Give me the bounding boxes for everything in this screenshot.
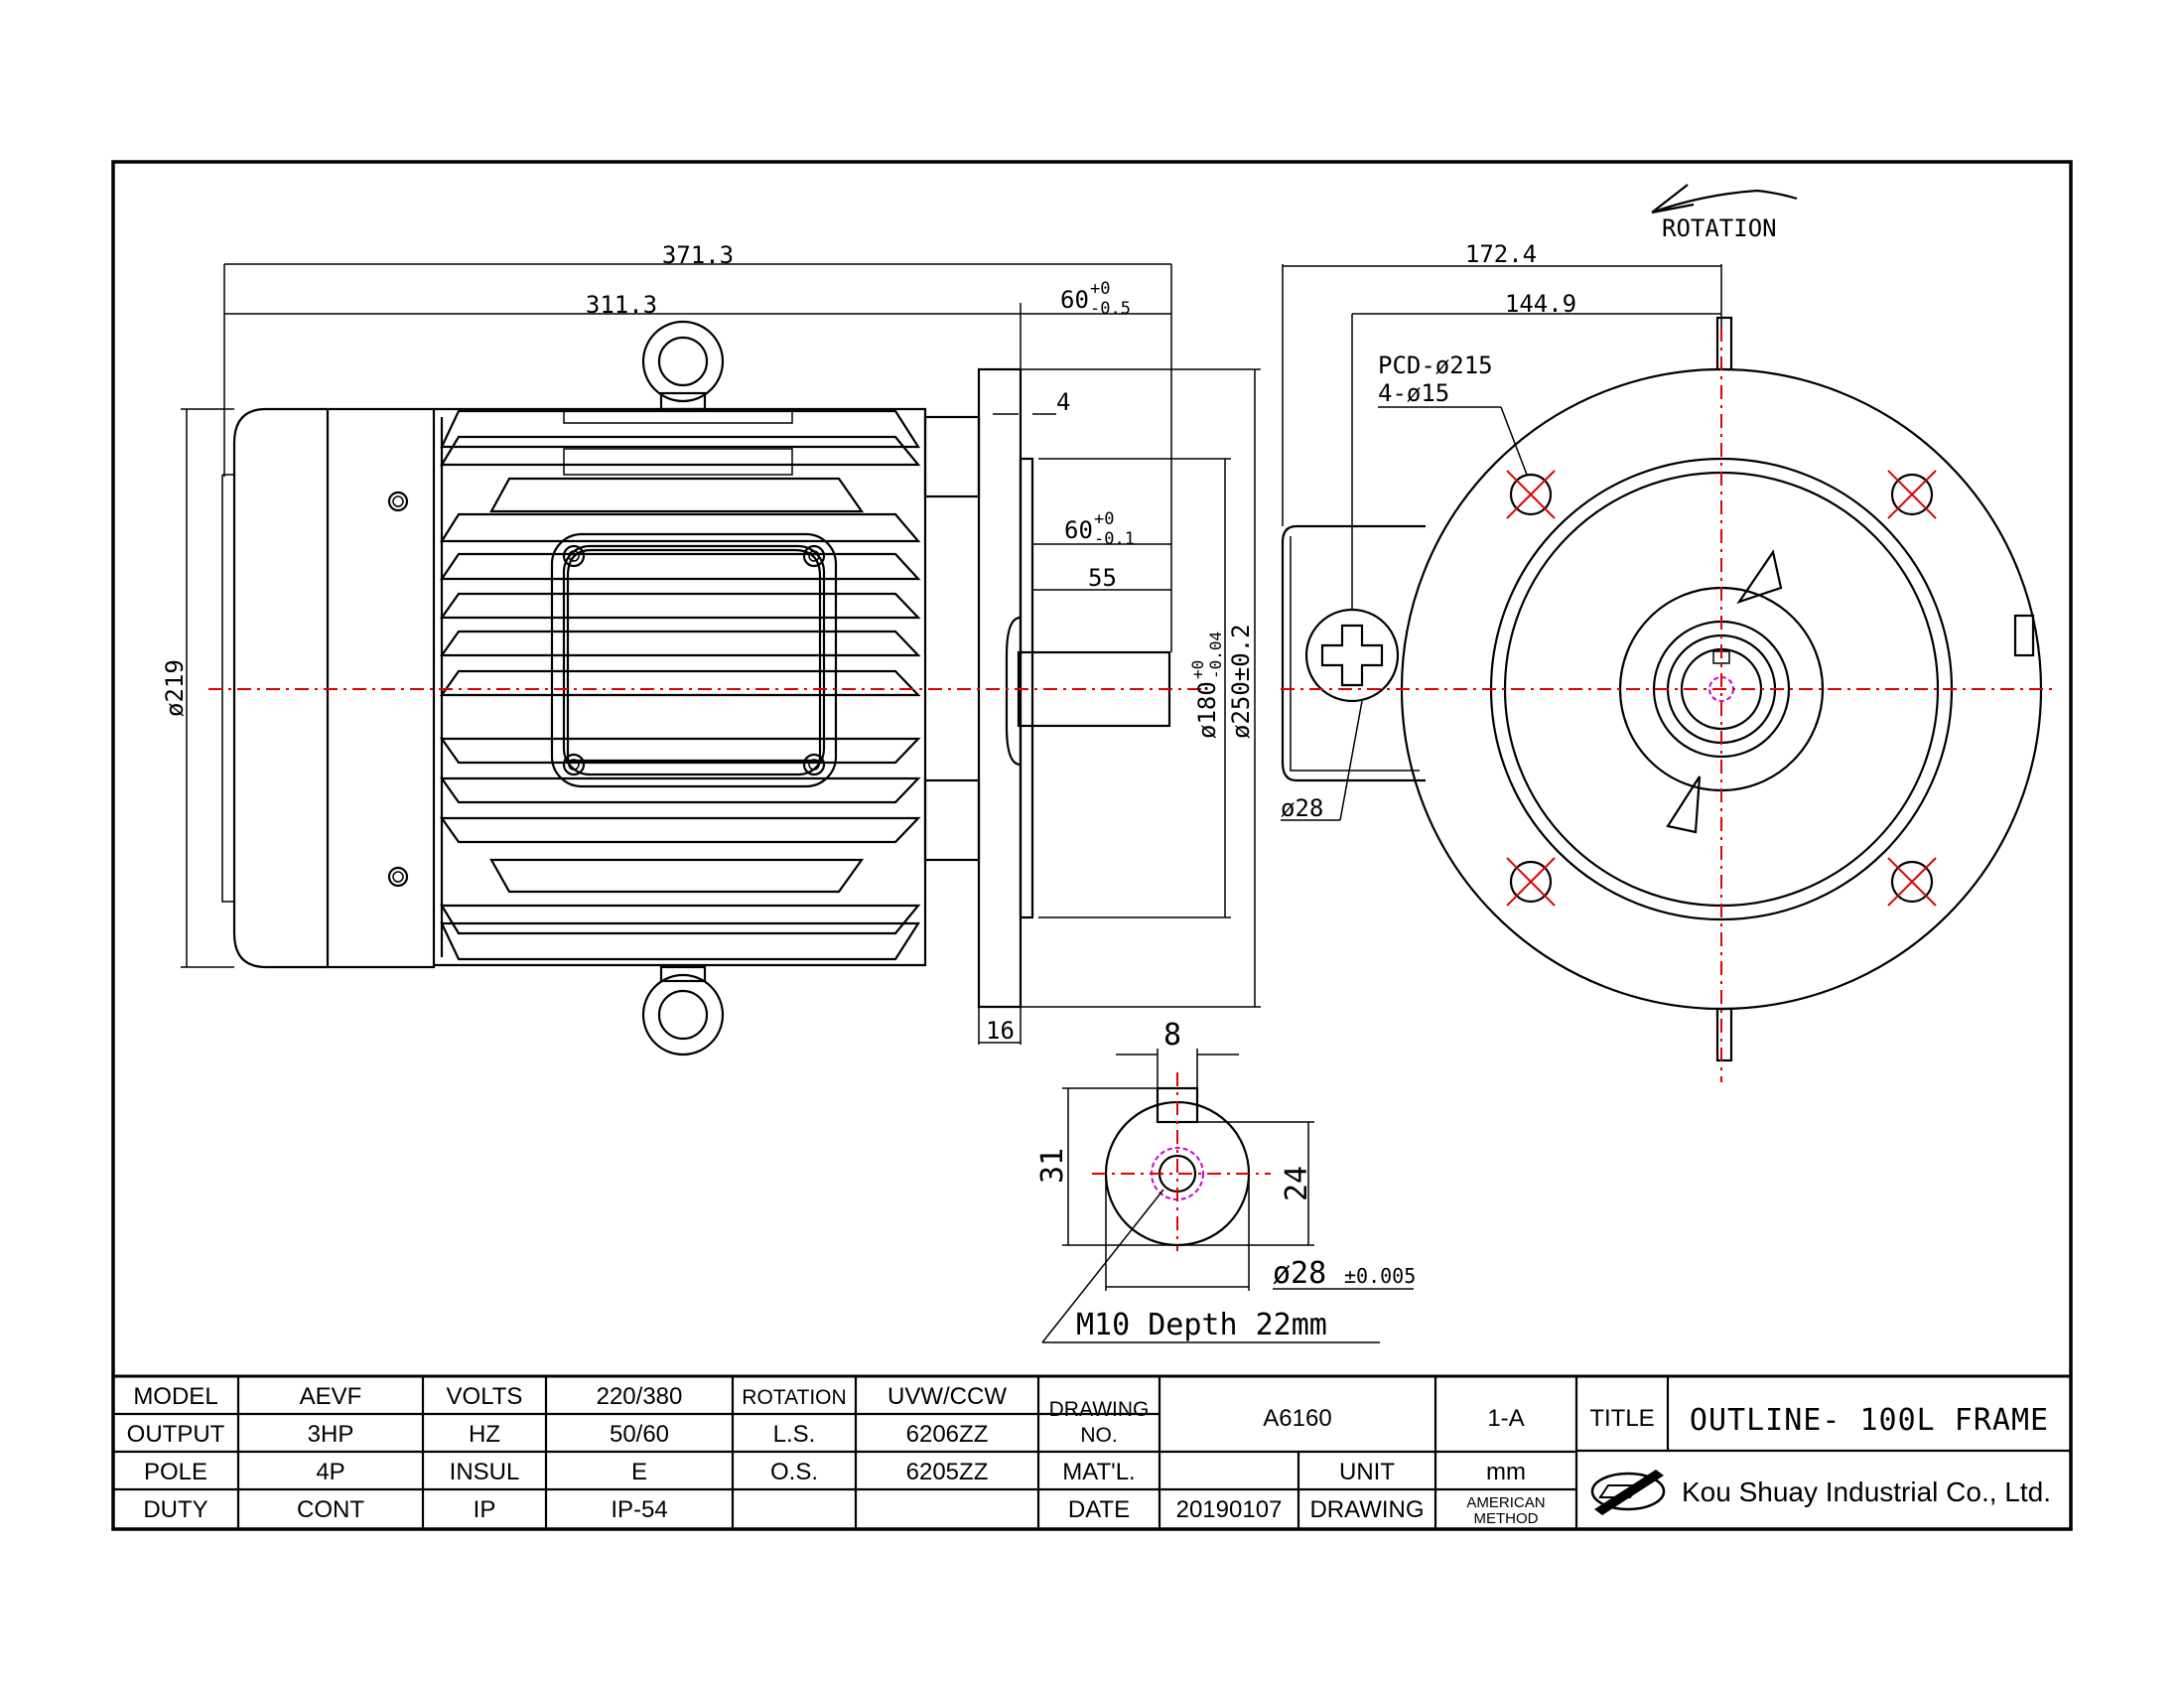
end-screw-top xyxy=(387,491,409,512)
dim-shaft-tol-top-minus: -0.5 xyxy=(1090,299,1131,319)
output-label: OUTPUT xyxy=(127,1421,225,1448)
pole-value: 4P xyxy=(316,1459,344,1485)
dim-tapped-hole: M10 Depth 22mm xyxy=(1076,1308,1327,1342)
model-value: AEVF xyxy=(300,1383,362,1410)
dim-shaft-tol-mid-minus: -0.1 xyxy=(1094,529,1135,549)
unit-value: mm xyxy=(1486,1459,1526,1485)
insul-value: E xyxy=(631,1459,647,1485)
duty-value: CONT xyxy=(297,1496,364,1523)
ip-label: IP xyxy=(474,1496,496,1523)
eyebolt-top xyxy=(641,320,725,411)
drawing-no-value: A6160 xyxy=(1263,1405,1331,1432)
side-view xyxy=(221,320,1171,1056)
dim-body-length: 311.3 xyxy=(586,291,657,319)
dim-shaft-diameter-tol: ±0.005 xyxy=(1344,1264,1416,1288)
rotation-tb-label: ROTATION xyxy=(742,1386,846,1409)
eyebolt-bottom xyxy=(641,965,725,1056)
dim-spigot-diameter: ø180 xyxy=(1193,681,1221,739)
method-line-2: METHOD xyxy=(1474,1510,1539,1527)
rotation-label: ROTATION xyxy=(1662,214,1777,242)
title-label: TITLE xyxy=(1589,1405,1654,1432)
dimensions-end: 172.4 144.9 PCD-ø215 4-ø15 ø28 xyxy=(1281,240,1722,822)
dimensions-side: 371.3 311.3 60 +0 -0.5 4 60 +0 -0.1 55 ø… xyxy=(161,241,1261,1045)
dim-side-inner-width: 144.9 xyxy=(1505,290,1576,318)
terminal-box-side xyxy=(1281,524,1426,782)
motor-frame xyxy=(434,407,927,967)
dim-pcd: PCD-ø215 xyxy=(1378,352,1493,379)
dim-key-width: 8 xyxy=(1163,1018,1181,1053)
title-block: MODEL OUTPUT POLE DUTY AEVF 3HP 4P CONT … xyxy=(113,1374,2071,1529)
ls-value: 6206ZZ xyxy=(906,1421,989,1448)
hz-value: 50/60 xyxy=(610,1421,669,1448)
ip-value: IP-54 xyxy=(611,1496,667,1523)
cooling-fins-bottom xyxy=(439,737,921,961)
date-label: DATE xyxy=(1068,1496,1130,1523)
dim-shaft-length-top: 60 xyxy=(1060,286,1089,314)
model-label: MODEL xyxy=(133,1383,217,1410)
rotation-tb-value: UVW/CCW xyxy=(887,1383,1007,1410)
end-view: ROTATION xyxy=(1281,184,2043,1062)
insul-label: INSUL xyxy=(450,1459,520,1485)
dim-holes: 4-ø15 xyxy=(1378,379,1449,407)
drawing-no-label-1: DRAWING xyxy=(1049,1398,1150,1421)
volts-value: 220/380 xyxy=(597,1383,683,1410)
dim-body-diameter: ø219 xyxy=(161,659,189,717)
dim-spigot-tol-minus: -0.04 xyxy=(1206,632,1225,679)
end-screw-bottom xyxy=(387,866,409,888)
pole-label: POLE xyxy=(144,1459,207,1485)
dim-shaft-height: 31 xyxy=(1035,1148,1070,1184)
hz-label: HZ xyxy=(469,1421,500,1448)
date-value: 20190107 xyxy=(1176,1496,1283,1523)
dim-flange-small: 4 xyxy=(1056,388,1070,416)
os-label: O.S. xyxy=(770,1459,818,1485)
os-value: 6205ZZ xyxy=(906,1459,989,1485)
dim-shaft-length-mid: 60 xyxy=(1064,516,1093,544)
dim-conduit-diameter: ø28 xyxy=(1281,794,1323,822)
revision: 1-A xyxy=(1487,1405,1524,1432)
output-value: 3HP xyxy=(308,1421,354,1448)
dim-flange-diameter: ø250±0.2 xyxy=(1227,624,1255,739)
conduit-plug xyxy=(1304,608,1400,703)
method-line-1: AMERICAN xyxy=(1466,1494,1545,1511)
title-value: OUTLINE- 100L FRAME xyxy=(1690,1403,2049,1438)
dim-key-depth: 24 xyxy=(1280,1166,1314,1201)
dim-shaft-tol-top-plus: +0 xyxy=(1090,279,1110,299)
dim-shaft-diameter: ø28 xyxy=(1273,1256,1326,1291)
unit-label: UNIT xyxy=(1339,1459,1395,1485)
company-name: Kou Shuay Industrial Co., Ltd. xyxy=(1682,1477,2051,1507)
dim-side-width: 172.4 xyxy=(1465,240,1537,268)
company-logo-icon xyxy=(1590,1470,1666,1515)
volts-label: VOLTS xyxy=(447,1383,523,1410)
shaft-section: 8 31 24 ø28 ±0.005 M10 Depth 22mm xyxy=(1035,1018,1416,1343)
rotation-arrow xyxy=(1651,184,1798,214)
terminal-box xyxy=(550,532,838,788)
ls-label: L.S. xyxy=(773,1421,816,1448)
dim-shaft-tol-mid-plus: +0 xyxy=(1094,509,1114,529)
matl-label: MAT'L. xyxy=(1062,1459,1135,1485)
drawing-border xyxy=(111,160,2073,1531)
drawing-label: DRAWING xyxy=(1309,1496,1424,1523)
drawing-no-label-2: NO. xyxy=(1080,1424,1117,1447)
dim-flange-thickness: 16 xyxy=(986,1017,1015,1045)
dim-overall-length: 371.3 xyxy=(662,241,734,269)
dim-spigot-tol-plus: +0 xyxy=(1188,660,1207,679)
duty-label: DUTY xyxy=(143,1496,207,1523)
bolt-holes xyxy=(1506,470,1937,907)
dim-key-length: 55 xyxy=(1088,564,1117,592)
bearing-housing xyxy=(923,415,981,498)
fan-cover xyxy=(232,407,328,969)
cooling-fins-top xyxy=(439,409,921,697)
